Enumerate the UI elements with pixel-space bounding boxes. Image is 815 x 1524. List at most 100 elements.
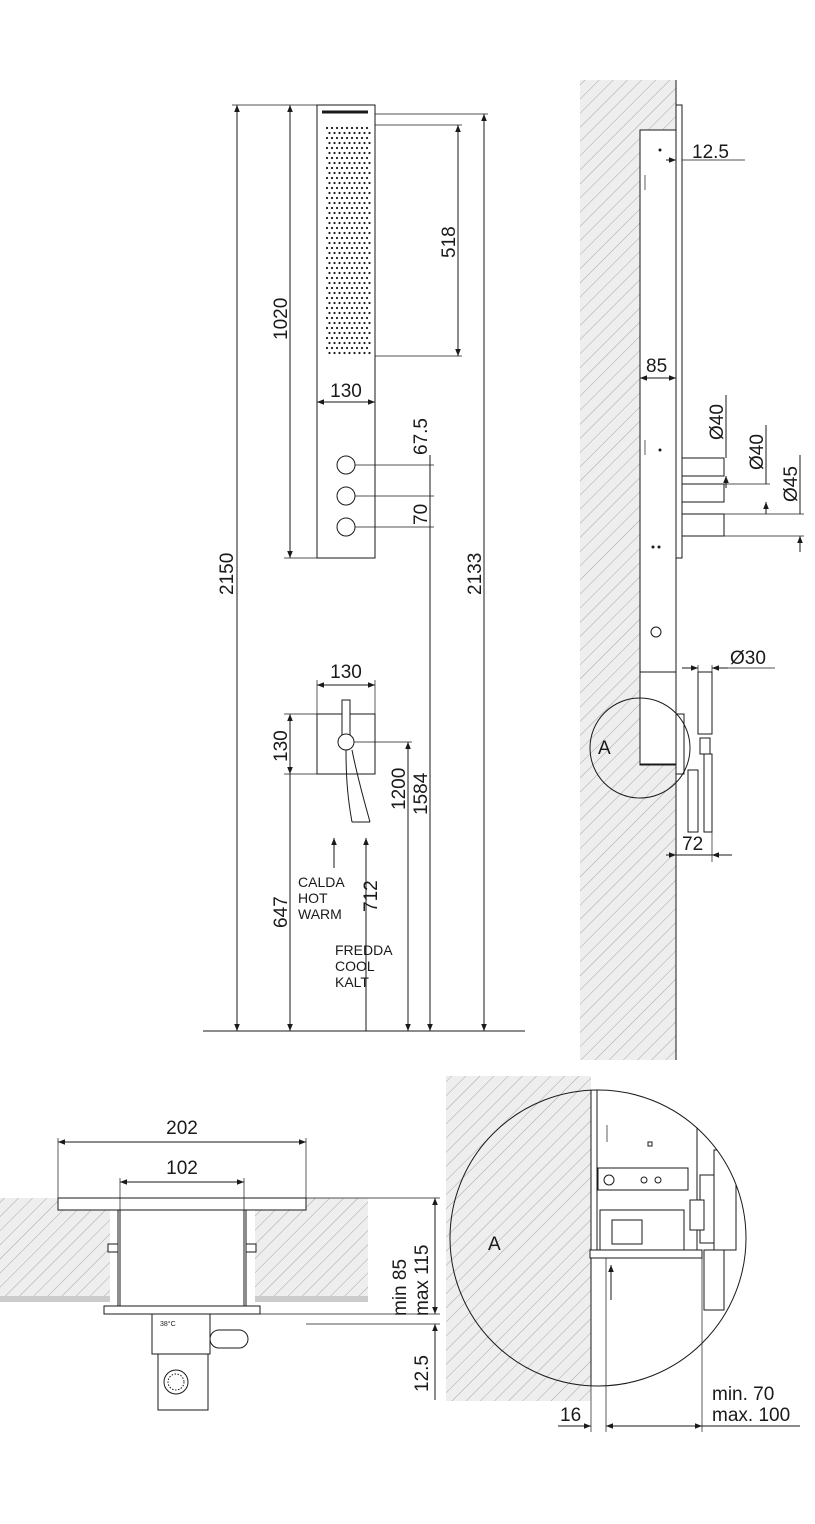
nozzle-dot: [353, 211, 356, 215]
nozzle-dot: [368, 261, 371, 265]
nozzle-dot: [335, 146, 339, 150]
nozzle-dot: [353, 341, 356, 345]
nozzle-dot: [325, 236, 329, 240]
side-view: 12.5 85 Ø40 Ø40 Ø45 Ø30 A: [580, 80, 804, 1060]
holder-side: [697, 671, 713, 735]
nozzle-dot: [338, 281, 341, 285]
dim-dia-40-2: Ø40: [747, 434, 768, 470]
hose-side-1: [687, 769, 699, 833]
nozzle-dot: [340, 206, 344, 210]
nozzle-dot: [335, 266, 339, 270]
nozzle-dot: [335, 246, 339, 250]
nozzle-dot: [350, 316, 354, 320]
nozzle-dot: [328, 261, 331, 265]
nozzle-dot: [328, 141, 331, 145]
nozzle-dot: [330, 136, 334, 140]
connector-side: [699, 737, 711, 755]
nozzle-dot: [358, 311, 361, 315]
nozzle-dot: [353, 291, 356, 295]
nozzle-dot: [368, 221, 371, 225]
nozzle-dot: [360, 246, 364, 250]
nozzle-dot: [333, 131, 336, 135]
dim-72: 72: [682, 834, 703, 855]
nozzle-dot: [335, 256, 339, 260]
nozzle-dot: [345, 226, 349, 230]
nozzle-dot: [358, 201, 361, 205]
nozzle-dot: [338, 161, 341, 165]
nozzle-dot: [343, 141, 346, 145]
dim-1020: 1020: [271, 298, 292, 340]
nozzle-dot: [343, 231, 346, 235]
nozzle-dot: [348, 131, 351, 135]
nozzle-dot: [355, 276, 359, 280]
nozzle-dot: [368, 281, 371, 285]
nozzle-dot: [333, 201, 336, 205]
nozzle-dot: [325, 216, 329, 220]
nozzle-dot: [325, 306, 329, 310]
nozzle-dot: [358, 261, 361, 265]
nozzle-dot: [358, 181, 361, 185]
nozzle-dot: [360, 156, 364, 160]
nozzle-dot: [368, 181, 371, 185]
shower-panel: [316, 104, 376, 559]
nozzle-dot: [355, 346, 359, 350]
nozzle-dot: [333, 281, 336, 285]
nozzle-dot: [365, 226, 369, 230]
nozzle-dot: [360, 326, 364, 330]
nozzle-dot: [350, 306, 354, 310]
nozzle-dot: [340, 126, 344, 130]
nozzle-dot: [363, 301, 366, 305]
nozzle-dot: [360, 226, 364, 230]
nozzle-dot: [353, 181, 356, 185]
nozzle-dot: [358, 321, 361, 325]
nozzle-dot: [330, 346, 334, 350]
nozzle-dot: [335, 236, 339, 240]
nozzle-dot: [363, 251, 366, 255]
nozzle-dot: [348, 281, 351, 285]
nozzle-dot: [338, 151, 341, 155]
nozzle-dot: [355, 196, 359, 200]
nozzle-dot: [353, 151, 356, 155]
nozzle-dot: [325, 316, 329, 320]
nozzle-dot: [340, 156, 344, 160]
nozzle-dot: [338, 201, 341, 205]
nozzle-dot: [340, 136, 344, 140]
nozzle-dot: [348, 211, 351, 215]
nozzle-dot: [365, 316, 369, 320]
cold-label-3: KALT: [335, 974, 369, 990]
nozzle-dot: [350, 146, 354, 150]
nozzle-dot: [338, 191, 341, 195]
nozzle-dot: [340, 186, 344, 190]
nozzle-dot: [350, 226, 354, 230]
nozzle-dot: [340, 146, 344, 150]
nozzle-dot: [333, 261, 336, 265]
nozzle-dot: [368, 321, 371, 325]
dim-2150: 2150: [217, 553, 238, 595]
nozzle-dot: [355, 186, 359, 190]
nozzle-dot: [335, 176, 339, 180]
nozzle-dot: [363, 191, 366, 195]
nozzle-dot: [333, 161, 336, 165]
nozzle-dot: [353, 271, 356, 275]
nozzle-dot: [335, 286, 339, 290]
nozzle-dot: [358, 231, 361, 235]
nozzle-dot: [345, 156, 349, 160]
nozzle-dot: [348, 181, 351, 185]
nozzle-dot: [343, 331, 346, 335]
nozzle-dot: [355, 266, 359, 270]
nozzle-dot: [338, 231, 341, 235]
nozzle-dot: [340, 346, 344, 350]
nozzle-dot: [330, 246, 334, 250]
nozzle-dot: [348, 351, 351, 355]
nozzle-dot: [328, 151, 331, 155]
nozzle-dot: [345, 206, 349, 210]
nozzle-dot: [350, 326, 354, 330]
nozzle-dot: [360, 316, 364, 320]
nozzle-dot: [363, 231, 366, 235]
detail-circle-a: [589, 697, 691, 799]
nozzle-dot: [358, 171, 361, 175]
hose-connector: [337, 733, 355, 751]
nozzle-dot: [360, 166, 364, 170]
nozzle-dot: [325, 206, 329, 210]
dim-12-5-side: 12.5: [692, 142, 729, 163]
